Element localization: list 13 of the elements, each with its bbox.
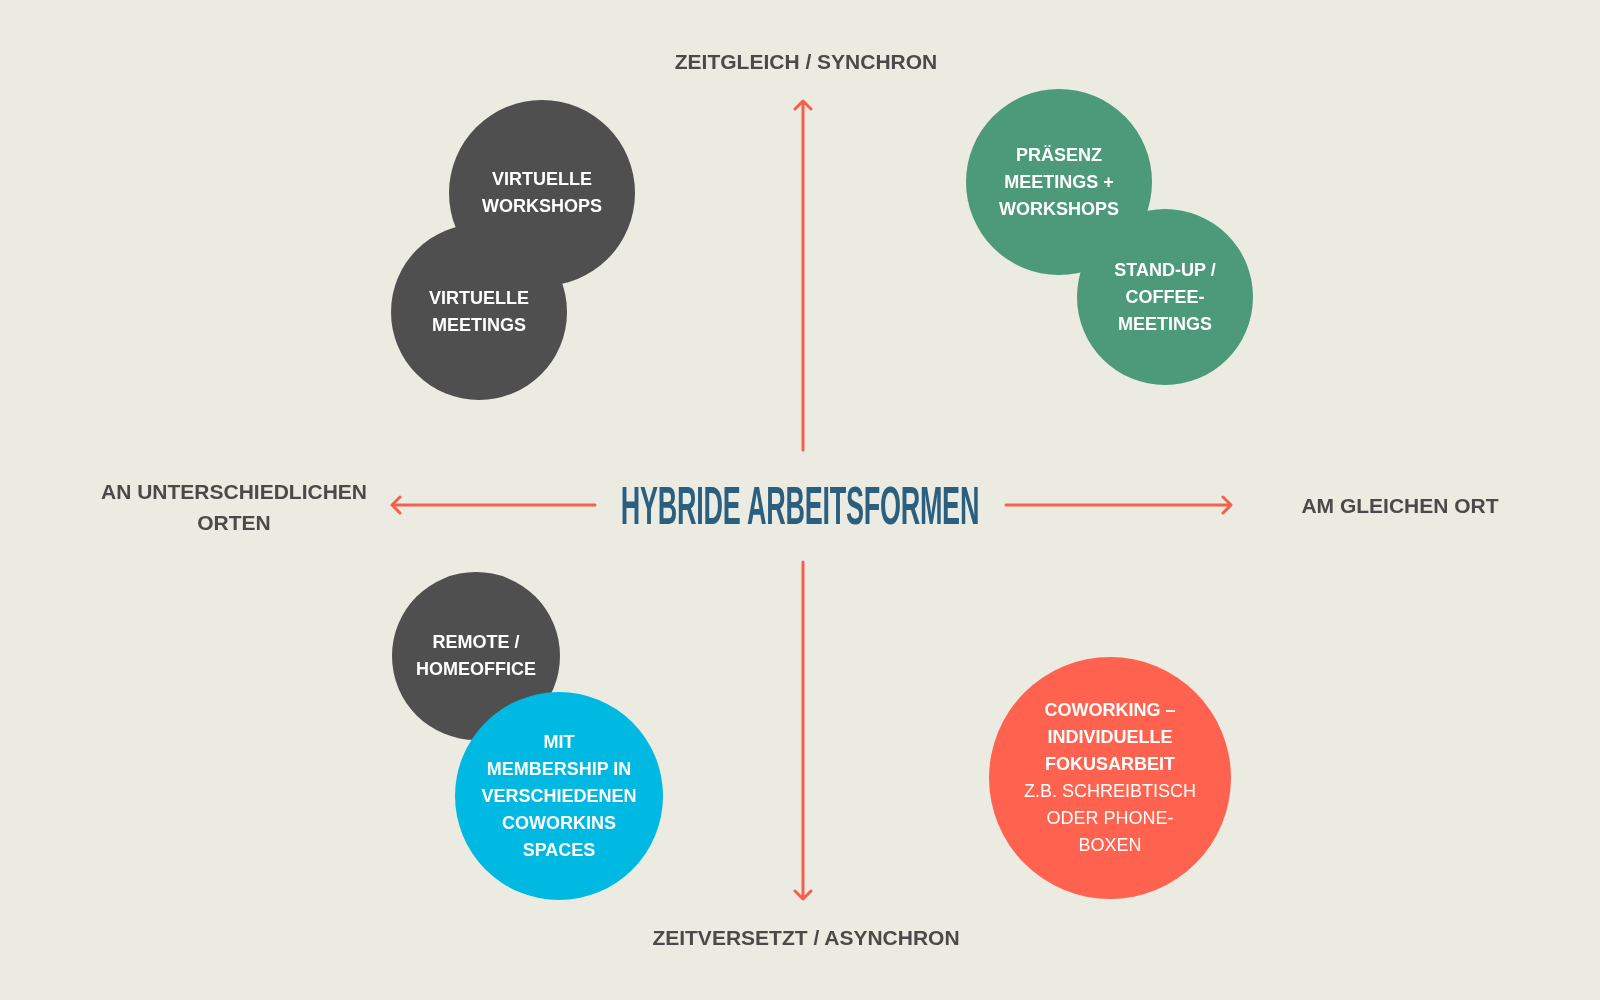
circle-text: Z.B. SCHREIBTISCH ODER PHONE-BOXEN (1023, 780, 1197, 857)
axis-label: AN UNTERSCHIEDLICHEN ORTEN (100, 479, 368, 536)
circle-text: VIRTUELLE WORKSHOPS (481, 168, 603, 218)
circle-text: REMOTE / HOMEOFFICE (415, 631, 537, 681)
axis-label: ZEITVERSETZT / ASYNCHRON (652, 924, 960, 951)
axis-label: AM GLEICHEN ORT (1301, 492, 1499, 519)
circle-text: COWORKING – INDIVIDUELLE FOKUSARBEIT (1043, 699, 1177, 776)
circle-text: VIRTUELLE MEETINGS (428, 287, 530, 337)
circle-text: STAND-UP / COFFEE-MEETINGS (1113, 258, 1217, 336)
diagram-title: HYBRIDE ARBEITSFORMEN (620, 477, 980, 533)
circle-text: MIT MEMBERSHIP IN VERSCHIEDENEN COWORKINS SPACES (480, 730, 638, 862)
circle-text: PRÄSENZ MEETINGS + WORKSHOPS (998, 143, 1120, 221)
axis-label: ZEITGLEICH / SYNCHRON (674, 48, 938, 75)
